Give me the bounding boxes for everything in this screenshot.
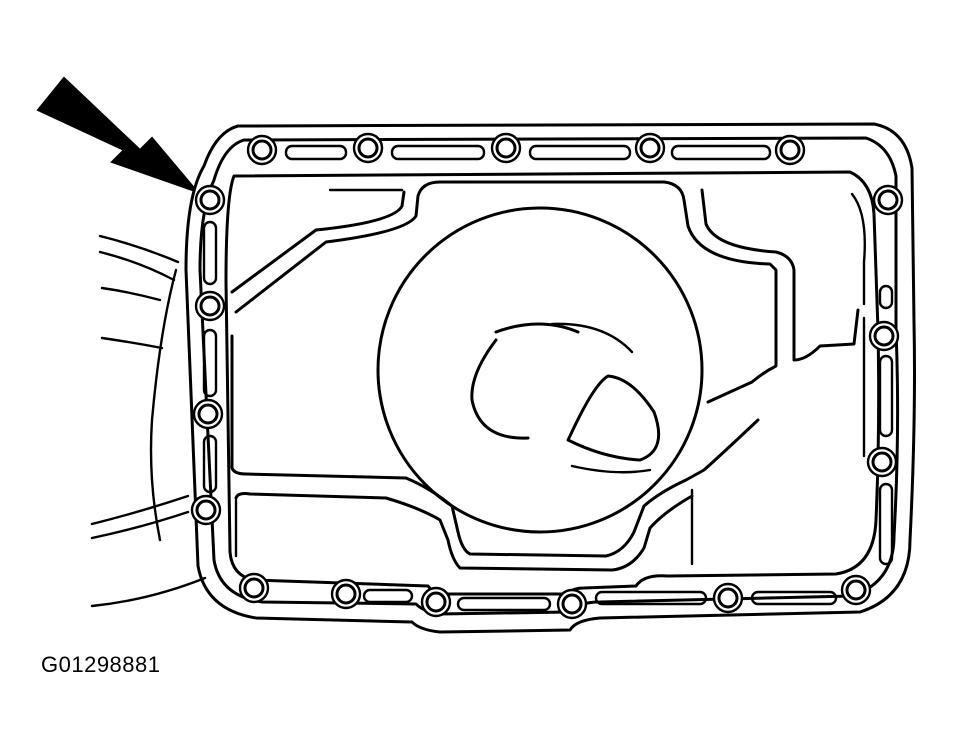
bolt-icon bbox=[194, 184, 226, 216]
bolt-icon bbox=[352, 132, 384, 164]
bolt-icon bbox=[774, 134, 806, 166]
bolt-icon bbox=[246, 134, 278, 166]
bolt-icon bbox=[840, 574, 872, 606]
bolt-icon bbox=[866, 446, 898, 478]
bolt-icon bbox=[556, 588, 588, 620]
bolt-icon bbox=[712, 582, 744, 614]
bolt-icon bbox=[868, 320, 900, 352]
bolt-icon bbox=[420, 586, 452, 618]
engine-block-outline bbox=[90, 234, 207, 608]
bolt-icon bbox=[192, 398, 224, 430]
bolts bbox=[190, 132, 904, 620]
bolt-icon bbox=[190, 494, 222, 526]
pointer-arrow-icon bbox=[36, 76, 196, 192]
bolt-icon bbox=[194, 290, 226, 322]
figure-id-label: G01298881 bbox=[41, 652, 161, 677]
bolt-icon bbox=[872, 184, 904, 216]
bolt-icon bbox=[330, 578, 362, 610]
bolt-icon bbox=[490, 132, 522, 164]
bolt-icon bbox=[238, 572, 270, 604]
bolt-icon bbox=[634, 132, 666, 164]
oil-pan-outline bbox=[184, 122, 916, 634]
